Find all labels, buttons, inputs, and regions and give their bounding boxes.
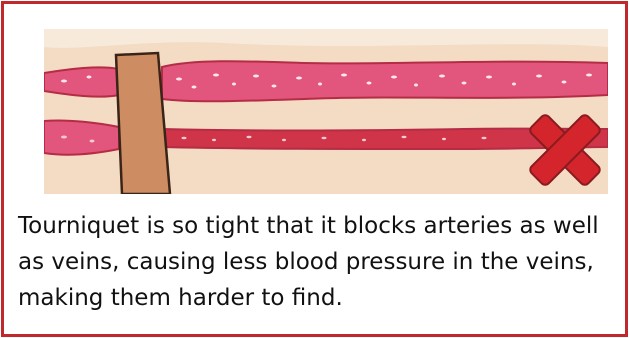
tourniquet-illustration [44,29,608,194]
artery-lower-left [44,120,119,154]
illustration-svg [44,29,608,194]
vein-upper-right [162,61,608,101]
vein-upper-left [44,67,119,96]
caption-text: Tourniquet is so tight that it blocks ar… [18,208,610,316]
